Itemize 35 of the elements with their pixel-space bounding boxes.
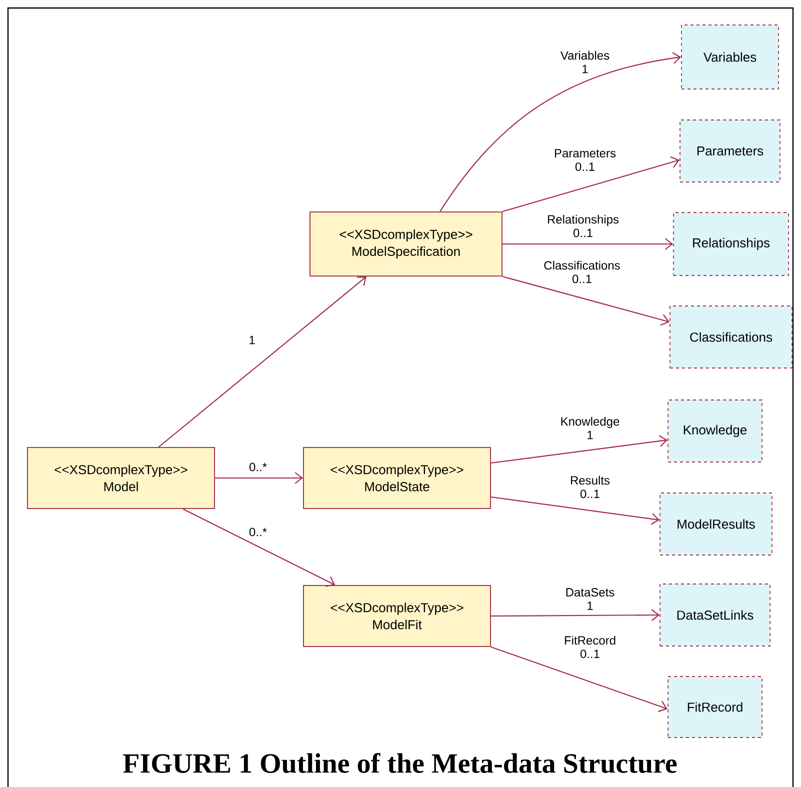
edge-label: Classifications 0..1 <box>544 260 620 284</box>
arrow <box>158 276 366 448</box>
edge-label: 0..* <box>249 462 267 472</box>
edge-label: 1 <box>250 336 255 344</box>
reference-box: Knowledge <box>668 400 762 462</box>
reference-box: Parameters <box>680 120 780 182</box>
arrow <box>490 435 668 464</box>
arrow <box>215 472 303 484</box>
class-box: <<XSDcomplexType>> Model <box>27 447 215 509</box>
edge-label: Knowledge 1 <box>561 416 620 440</box>
edge-label: Parameters 0..1 <box>554 149 616 171</box>
caption: FIGURE 1 Outline of the Meta-data Structure <box>123 752 677 774</box>
edge-label: 0..* <box>249 528 267 536</box>
arrow <box>182 508 336 587</box>
edge-label: DataSets 1 <box>566 588 614 610</box>
arrow <box>490 646 668 712</box>
reference-box: DataSetLinks <box>660 584 770 646</box>
arrow <box>502 238 674 250</box>
arrow <box>502 276 670 326</box>
reference-box: Variables <box>681 24 779 90</box>
reference-box: ModelResults <box>660 492 772 556</box>
class-box: <<XSDcomplexType>> ModelState <box>303 447 491 509</box>
reference-box: Classifications <box>670 306 792 368</box>
edge-label: Results 0..1 <box>570 476 610 498</box>
edge-label: FitRecord 0..1 <box>564 636 616 658</box>
edge-label: Relationships 0..1 <box>548 214 619 238</box>
reference-box: Relationships <box>673 212 789 276</box>
arrow <box>490 496 660 525</box>
arrow <box>491 609 660 621</box>
class-box: <<XSDcomplexType>> ModelSpecification <box>310 212 502 276</box>
class-box: <<XSDcomplexType>> ModelFit <box>303 585 491 647</box>
edge-label: Variables 1 <box>560 50 610 74</box>
reference-box: FitRecord <box>668 676 762 738</box>
arrow <box>502 156 680 212</box>
arrow <box>440 52 682 212</box>
